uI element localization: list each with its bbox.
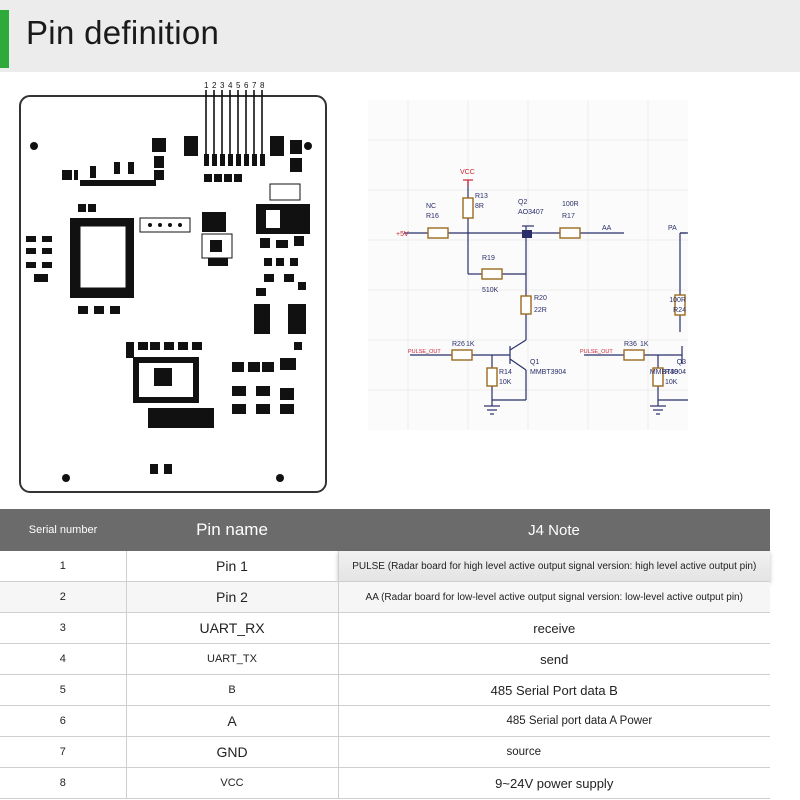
- r20-label: R20: [534, 295, 547, 302]
- pulse-out-label: PULSE_OUT: [408, 349, 441, 355]
- pin-definition-table: Serial number Pin name J4 Note 1 Pin 1 P…: [0, 509, 770, 799]
- page-title: Pin definition: [26, 14, 220, 51]
- note-cell: AA (Radar board for low-level active out…: [338, 581, 770, 613]
- page-header: Pin definition: [0, 0, 800, 72]
- col-header-pin-name: Pin name: [126, 509, 338, 551]
- serial-cell: 4: [0, 643, 127, 675]
- pin-number: 3: [220, 81, 225, 90]
- circuit-schematic: VCC R13 8R Q2 AO3407 100R R17 AA NC R16 …: [368, 100, 688, 430]
- pin-name-cell: VCC: [126, 767, 339, 799]
- note-cell: source: [338, 736, 770, 768]
- pin-name-cell: UART_TX: [126, 643, 339, 675]
- r26-value: 1K: [466, 341, 475, 348]
- pin-number: 7: [252, 81, 257, 90]
- col-header-serial: Serial number: [0, 509, 126, 551]
- serial-cell: 2: [0, 581, 127, 613]
- q1-label: Q1: [530, 359, 539, 366]
- r14-value: 10K: [499, 379, 512, 386]
- r24-value: 100R: [669, 297, 686, 304]
- plus5v-label: +5V: [396, 231, 409, 238]
- r16-label: R16: [426, 213, 439, 220]
- q2-label: Q2: [518, 199, 527, 206]
- note-cell: 485 Serial port data A Power: [338, 705, 770, 737]
- pin-number: 2: [212, 81, 217, 90]
- pin-name-cell: UART_RX: [126, 612, 339, 644]
- r36-value: 1K: [640, 341, 649, 348]
- serial-cell: 6: [0, 705, 127, 737]
- r13-label: R13: [475, 193, 488, 200]
- serial-cell: 5: [0, 674, 127, 706]
- r20-value: 22R: [534, 307, 547, 314]
- q1-part: MMBT3904: [530, 369, 566, 376]
- table-row: 2 Pin 2 AA (Radar board for low-level ac…: [0, 581, 770, 613]
- note-cell: receive: [338, 612, 770, 644]
- pin-name-cell: A: [126, 705, 339, 737]
- q3-part: MMBT3904: [650, 369, 686, 376]
- pa-net-label: PA: [668, 225, 677, 232]
- pin-number: 6: [244, 81, 249, 90]
- table-row: 1 Pin 1 PULSE (Radar board for high leve…: [0, 551, 770, 582]
- r17-value: 100R: [562, 201, 579, 208]
- r26-label: R26: [452, 341, 465, 348]
- pcb-outline: [19, 95, 327, 493]
- nc-label: NC: [426, 203, 436, 210]
- pin-name-cell: B: [126, 674, 339, 706]
- header-accent-bar: [0, 10, 9, 68]
- pin-name-cell: Pin 1: [126, 551, 339, 582]
- table-header-row: Serial number Pin name J4 Note: [0, 509, 770, 551]
- serial-cell: 3: [0, 612, 127, 644]
- pin-number: 5: [236, 81, 241, 90]
- table-row: 5 B 485 Serial Port data B: [0, 674, 770, 706]
- pin-name-cell: GND: [126, 736, 339, 768]
- note-cell: PULSE (Radar board for high level active…: [338, 551, 770, 582]
- q2-part: AO3407: [518, 209, 544, 216]
- r17-label: R17: [562, 213, 575, 220]
- pin-number: 1: [204, 81, 209, 90]
- r13-value: 8R: [475, 203, 484, 210]
- serial-cell: 8: [0, 767, 127, 799]
- table-row: 4 UART_TX send: [0, 643, 770, 675]
- q3-label: Q3: [677, 359, 686, 366]
- table-row: 6 A 485 Serial port data A Power: [0, 705, 770, 737]
- serial-cell: 7: [0, 736, 127, 768]
- table-row: 7 GND source: [0, 736, 770, 768]
- r36-label: R36: [624, 341, 637, 348]
- r19-value: 510K: [482, 287, 499, 294]
- table-row: 3 UART_RX receive: [0, 612, 770, 644]
- pin-number: 4: [228, 81, 233, 90]
- r14-label: R14: [499, 369, 512, 376]
- note-cell: send: [338, 643, 770, 675]
- table-row: 8 VCC 9~24V power supply: [0, 767, 770, 799]
- r40-label: R40: [665, 369, 678, 376]
- serial-cell: 1: [0, 551, 127, 582]
- pin-name-cell: Pin 2: [126, 581, 339, 613]
- aa-net-label: AA: [602, 225, 612, 232]
- r19-label: R19: [482, 255, 495, 262]
- pcb-layout-drawing: 1 2 3 4 5 6 7 8: [19, 81, 327, 493]
- r24-label: R24: [673, 307, 686, 314]
- r40-value: 10K: [665, 379, 678, 386]
- pin-number: 8: [260, 81, 265, 90]
- col-header-note: J4 Note: [338, 509, 770, 551]
- pulse-out-label-2: PULSE_OUT: [580, 349, 613, 355]
- vcc-label: VCC: [460, 169, 475, 176]
- note-cell: 485 Serial Port data B: [338, 674, 770, 706]
- note-cell: 9~24V power supply: [338, 767, 770, 799]
